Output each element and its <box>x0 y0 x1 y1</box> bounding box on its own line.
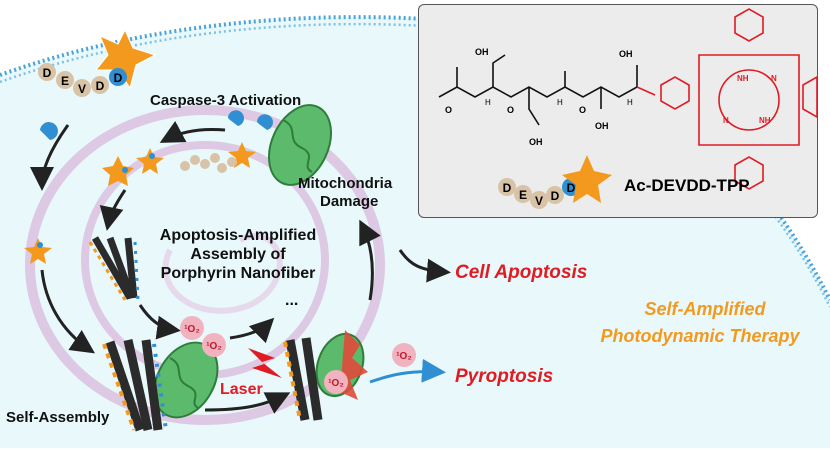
laser-bolt-icon <box>248 348 282 378</box>
caspase-enzyme-icons <box>40 110 273 140</box>
inset-title: Ac-DEVDD-TPP <box>624 176 750 195</box>
svg-text:V: V <box>78 82 86 96</box>
atom-oh: OH <box>529 137 543 147</box>
structure-inset: OH OH OH OH O O O H H H NH N N NH D E V … <box>418 4 818 218</box>
atom-nh: NH <box>737 74 749 83</box>
self-assembly-label: Self-Assembly <box>6 409 110 426</box>
singlet-oxygen-label: ¹O₂ <box>206 341 222 352</box>
arrow-down-left-2 <box>40 269 95 354</box>
nanofiber-large <box>102 339 168 432</box>
arrow-right-up <box>359 219 381 301</box>
activated-monomers <box>24 142 256 264</box>
molecule-structure: OH OH OH OH O O O H H H NH N N NH D E V … <box>438 8 818 209</box>
devd-beads-top: D E V D D <box>38 63 127 97</box>
arrow-pyroptosis <box>369 358 446 384</box>
peptide-letter: V <box>535 194 543 208</box>
arrow-top-left <box>159 120 226 143</box>
laser-label: Laser <box>220 381 263 398</box>
mitochondrion-icon <box>268 104 332 186</box>
center-label-line2: Assembly of <box>190 246 286 263</box>
arrow-inner-bottom <box>138 304 181 340</box>
atom-o: O <box>507 105 514 115</box>
arrow-bottom-right <box>204 392 291 414</box>
therapy-label-line1: Self-Amplified <box>644 299 766 319</box>
pyroptosis-label: Pyroptosis <box>455 366 553 387</box>
atom-o: O <box>445 105 452 115</box>
singlet-oxygen-bubbles: ¹O₂ ¹O₂ ¹O₂ ¹O₂ <box>180 316 416 394</box>
arrow-down-left <box>30 124 70 191</box>
peptide-letter: D <box>551 189 560 203</box>
atom-h: H <box>557 98 563 107</box>
svg-text:E: E <box>61 74 69 88</box>
atom-oh: OH <box>619 49 633 59</box>
arrow-cell-apoptosis <box>398 249 451 283</box>
cell-apoptosis-label: Cell Apoptosis <box>455 262 587 283</box>
atom-oh: OH <box>475 47 489 57</box>
svg-text:D: D <box>114 71 123 85</box>
tpp-star-icon <box>562 155 612 203</box>
atom-n: N <box>771 74 777 83</box>
cycle-ring-outer <box>25 105 385 425</box>
peptide-letter: E <box>519 188 527 202</box>
nanofiber-small <box>88 236 140 301</box>
atom-nh: NH <box>759 116 771 125</box>
peptide-letter: D <box>503 181 512 195</box>
cycle-ring-core <box>162 233 283 314</box>
devd-beads-inset: D E V D D <box>498 178 580 209</box>
mitochondria-label: Mitochondria <box>298 175 393 192</box>
singlet-oxygen-label: ¹O₂ <box>328 378 344 389</box>
singlet-oxygen-label: ¹O₂ <box>396 351 412 362</box>
atom-oh: OH <box>595 121 609 131</box>
center-label-line1: Apoptosis-Amplified <box>160 227 316 244</box>
ellipsis-label: ... <box>285 292 298 309</box>
svg-text:D: D <box>43 66 52 80</box>
atom-n: N <box>723 116 729 125</box>
atom-h: H <box>485 98 491 107</box>
cleaved-peptides <box>180 153 237 173</box>
singlet-oxygen-label: ¹O₂ <box>184 324 200 335</box>
therapy-label-line2: Photodynamic Therapy <box>600 326 800 346</box>
peptide-letter: D <box>567 181 576 195</box>
center-label-line3: Porphyrin Nanofiber <box>161 265 316 282</box>
atom-h: H <box>627 98 633 107</box>
svg-text:D: D <box>96 79 105 93</box>
arrow-inner-down <box>99 189 127 231</box>
atom-o: O <box>579 105 586 115</box>
caspase-activation-label: Caspase-3 Activation <box>150 92 301 109</box>
mitochondrion-icon-bottom <box>153 341 219 419</box>
mitochondria-damage-label: Damage <box>320 193 378 210</box>
arrow-inner-right <box>229 317 275 344</box>
